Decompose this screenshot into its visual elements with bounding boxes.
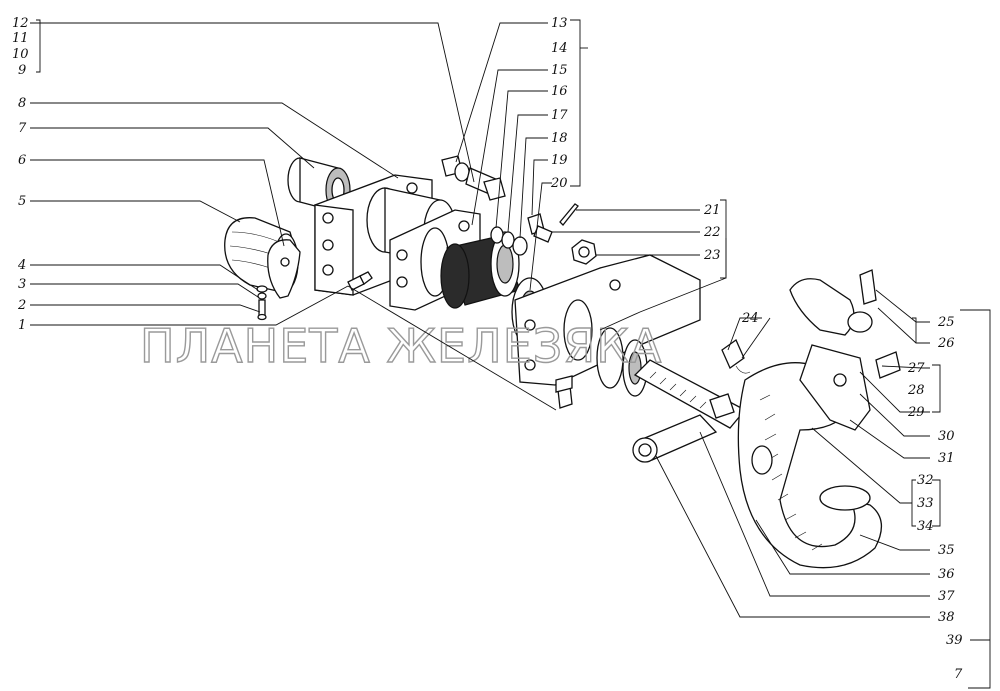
callout-10: 10 (12, 47, 29, 62)
callouts-right: 21 22 23 24 25 26 27 28 29 30 31 32 33 3… (703, 203, 963, 682)
part-2-3-4-fasteners (256, 285, 268, 321)
watermark-text: ПЛАНЕТА ЖЕЛЕЗЯКА (140, 319, 662, 373)
callout-32: 32 (917, 473, 934, 488)
part-21-cotter-pin (559, 203, 579, 226)
leader-lines (30, 19, 991, 689)
callout-14: 14 (551, 41, 568, 56)
callout-30: 30 (938, 429, 955, 444)
callout-8: 8 (18, 96, 26, 111)
callouts-mid: 13 14 15 16 17 18 19 20 (550, 16, 568, 191)
callout-13: 13 (551, 16, 568, 31)
callout-15: 15 (551, 63, 568, 78)
callout-36: 36 (938, 567, 955, 582)
part-18-19-pin (527, 213, 553, 243)
hook-shank (632, 359, 747, 463)
callout-21: 21 (703, 203, 721, 218)
callouts-left: 12 11 10 9 8 7 6 5 4 3 2 1 (12, 16, 29, 333)
callout-18: 18 (551, 131, 568, 146)
callout-24: 24 (741, 311, 759, 326)
callout-19: 19 (551, 153, 568, 168)
callout-35: 35 (938, 543, 955, 558)
callout-11: 11 (12, 31, 29, 46)
lower-grease-fitting (555, 375, 573, 409)
callout-6: 6 (18, 153, 26, 168)
callout-16: 16 (551, 84, 568, 99)
callout-26: 26 (937, 336, 955, 351)
callout-37: 37 (938, 589, 955, 604)
callout-38: 38 (938, 610, 955, 625)
callout-3: 3 (18, 277, 26, 292)
latch-lever (789, 269, 901, 431)
callout-1: 1 (18, 318, 26, 333)
callout-9: 9 (18, 63, 26, 78)
callout-2: 2 (17, 298, 26, 313)
callout-28: 28 (907, 383, 925, 398)
callout-27: 27 (907, 361, 925, 376)
rubber-element (420, 227, 521, 309)
part-9-12-bolt (441, 155, 506, 201)
callout-4: 4 (17, 258, 26, 273)
callout-33: 33 (917, 496, 934, 511)
callout-22: 22 (703, 225, 721, 240)
callout-12: 12 (12, 16, 29, 31)
part-6-latch (267, 239, 301, 299)
part-23-nut (571, 239, 597, 265)
callout-7-right: 7 (954, 667, 963, 682)
callout-20: 20 (550, 176, 568, 191)
part-24-spring-clip (721, 339, 751, 374)
callout-25: 25 (937, 315, 955, 330)
callout-23: 23 (703, 248, 721, 263)
callout-17: 17 (551, 108, 568, 123)
rear-bracket (514, 254, 701, 386)
callout-34: 34 (917, 519, 934, 534)
callout-5: 5 (18, 194, 26, 209)
callout-39: 39 (946, 633, 963, 648)
callout-7: 7 (18, 121, 27, 136)
callout-29: 29 (907, 405, 925, 420)
callout-31: 31 (938, 451, 955, 466)
